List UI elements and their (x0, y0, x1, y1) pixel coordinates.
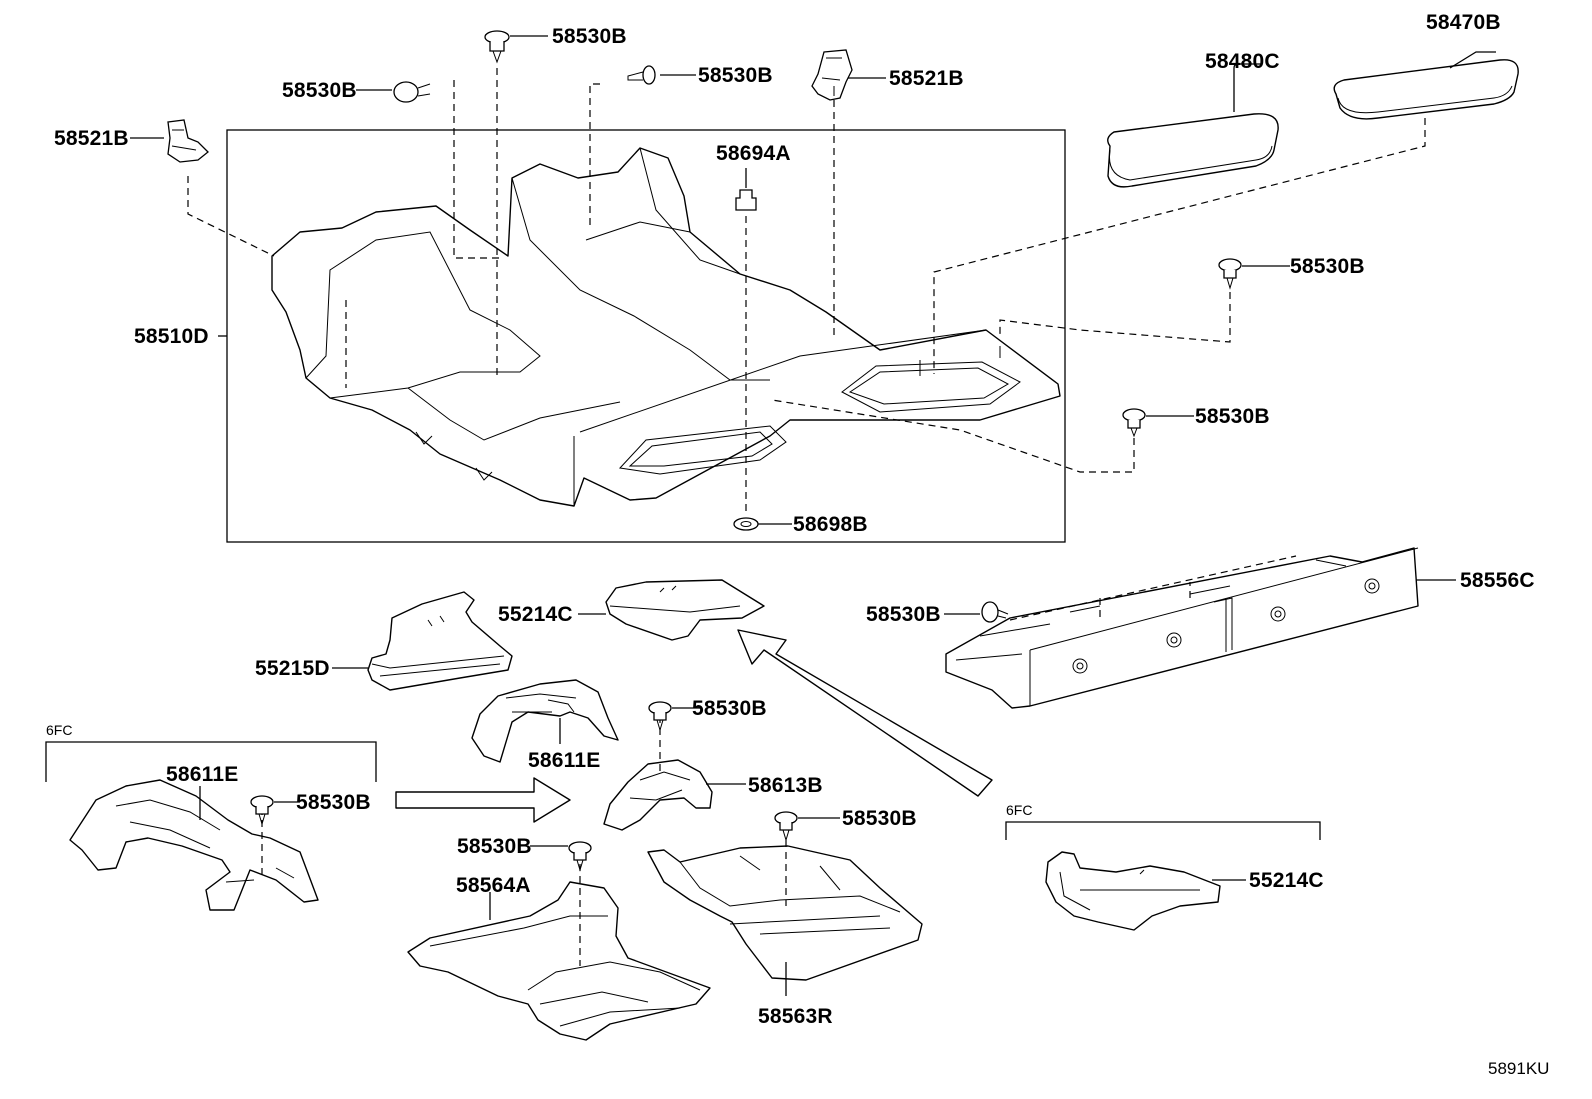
floor-insulator-58563R[interactable] (647, 845, 923, 981)
clip-58530B-r1[interactable] (1218, 258, 1242, 290)
clip-58530B-mid[interactable] (627, 65, 656, 85)
clip-58530B-r2[interactable] (1122, 408, 1146, 438)
silencer-55214C-b[interactable] (1045, 851, 1221, 931)
label-58611E-a: 58611E (166, 763, 238, 786)
clip-58530B-f[interactable] (568, 841, 592, 872)
label-58698B: 58698B (793, 513, 868, 536)
label-58521B-left: 58521B (54, 127, 129, 150)
label-58530B-left: 58530B (282, 79, 357, 102)
clip-58530B-top[interactable] (484, 30, 510, 64)
label-58480C: 58480C (1205, 50, 1280, 73)
clip-58530B-c[interactable] (250, 795, 274, 826)
label-58530B-d: 58530B (692, 697, 767, 720)
label-58613B: 58613B (748, 774, 823, 797)
label-58530B-bracket: 58530B (866, 603, 941, 626)
label-58611E-b: 58611E (528, 749, 600, 772)
label-55214C-a: 55214C (498, 603, 573, 626)
bracket-58521B-left[interactable] (167, 119, 209, 163)
silencer-55215D[interactable] (367, 591, 513, 691)
bracket-58556C[interactable] (945, 547, 1419, 709)
label-58530B-mid: 58530B (698, 64, 773, 87)
group-label-left: 6FC (46, 722, 72, 738)
grommet-58698B[interactable] (733, 517, 759, 531)
figure-id: 5891KU (1488, 1059, 1549, 1078)
insulator-58611E-b[interactable] (471, 679, 619, 763)
group-label-right: 6FC (1006, 802, 1032, 818)
floor-carpet-58510D[interactable] (271, 147, 1061, 507)
hollow-arrow (395, 777, 571, 823)
label-58556C: 58556C (1460, 569, 1535, 592)
clip-58530B-d[interactable] (648, 701, 672, 732)
group-frame-right (1005, 821, 1321, 840)
label-58563R: 58563R (758, 1005, 833, 1028)
nut-58694A[interactable] (735, 189, 757, 211)
label-55215D: 55215D (255, 657, 330, 680)
label-58521B-right: 58521B (889, 67, 964, 90)
insulator-58611E-a[interactable] (69, 779, 319, 911)
label-58530B-top: 58530B (552, 25, 627, 48)
label-58564A: 58564A (456, 874, 531, 897)
label-58530B-f: 58530B (457, 835, 532, 858)
insulator-58613B[interactable] (603, 759, 713, 831)
label-55214C-b: 55214C (1249, 869, 1324, 892)
group-frame-left (45, 741, 377, 782)
direction-arrow (737, 629, 993, 797)
floor-mat-58470B[interactable] (1333, 59, 1519, 120)
label-58694A: 58694A (716, 142, 791, 165)
label-58470B: 58470B (1426, 11, 1501, 34)
clip-58530B-bracket[interactable] (981, 601, 1009, 623)
label-58530B-r2: 58530B (1195, 405, 1270, 428)
bracket-58521B-right[interactable] (811, 49, 853, 101)
label-58530B-r1: 58530B (1290, 255, 1365, 278)
floor-insulator-58564A[interactable] (407, 881, 711, 1041)
clip-58530B-e[interactable] (774, 811, 798, 842)
clip-58530B-left[interactable] (393, 81, 431, 103)
label-58530B-c: 58530B (296, 791, 371, 814)
label-58530B-e: 58530B (842, 807, 917, 830)
silencer-55214C-a[interactable] (605, 579, 765, 641)
floor-mat-58480C[interactable] (1107, 113, 1279, 188)
label-58510D: 58510D (134, 325, 209, 348)
